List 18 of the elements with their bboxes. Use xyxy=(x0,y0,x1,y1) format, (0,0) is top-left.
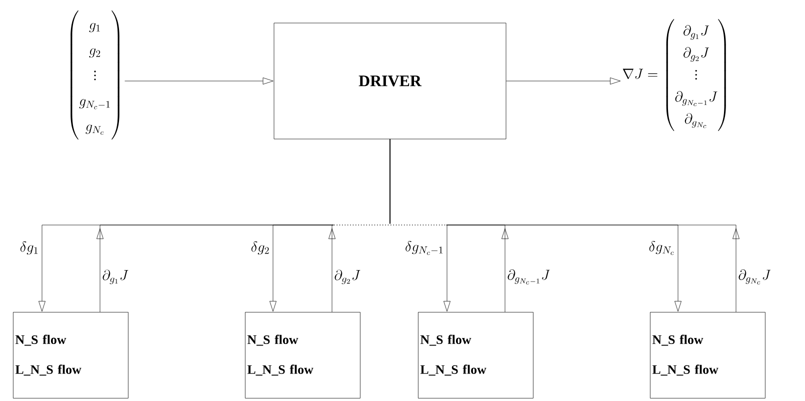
edge-label: $\partial_{g_1} J$ xyxy=(102,270,128,284)
arrow xyxy=(124,78,274,84)
edge-label: $\delta g_{N_c-1}$ xyxy=(406,240,442,255)
flow-box: N_S flow L_N_S flow xyxy=(650,312,766,398)
edge-label: $\delta g_1$ xyxy=(20,241,38,255)
edge-label: $\partial_{g_{N_c-1}} J$ xyxy=(508,269,550,284)
driver-box: DRIVER xyxy=(274,22,506,140)
edge-label: $\delta g_{N_c}$ xyxy=(649,240,674,255)
arrow xyxy=(506,78,621,84)
edge-label: $\partial_{g_{N_c}} J$ xyxy=(738,269,771,284)
edge-label: $\partial_{g_2} J$ xyxy=(334,270,360,284)
flow-box: N_S flow L_N_S flow xyxy=(245,312,360,398)
vector-formula: $\begin{pmatrix} g_1 \\ g_2 \\ \vdots \\ g_{N_c-1} \\ g_{N_c} \end{pmatrix}$ xyxy=(70,10,120,140)
gradient-formula: $\nabla J = \begin{pmatrix} \partial_{g_1} J \\ \partial_{g_2} J \\ \vdots \\ \partial_{g_{N_c-1}} J \\ \partial_{g_{N_c}} \end{pmatrix}$ xyxy=(622,19,726,131)
flow-box: N_S flow L_N_S flow xyxy=(418,312,534,398)
arrow xyxy=(390,139,740,312)
edge-label: $\delta g_2$ xyxy=(251,241,269,255)
flow-box: N_S flow L_N_S flow xyxy=(13,312,128,398)
